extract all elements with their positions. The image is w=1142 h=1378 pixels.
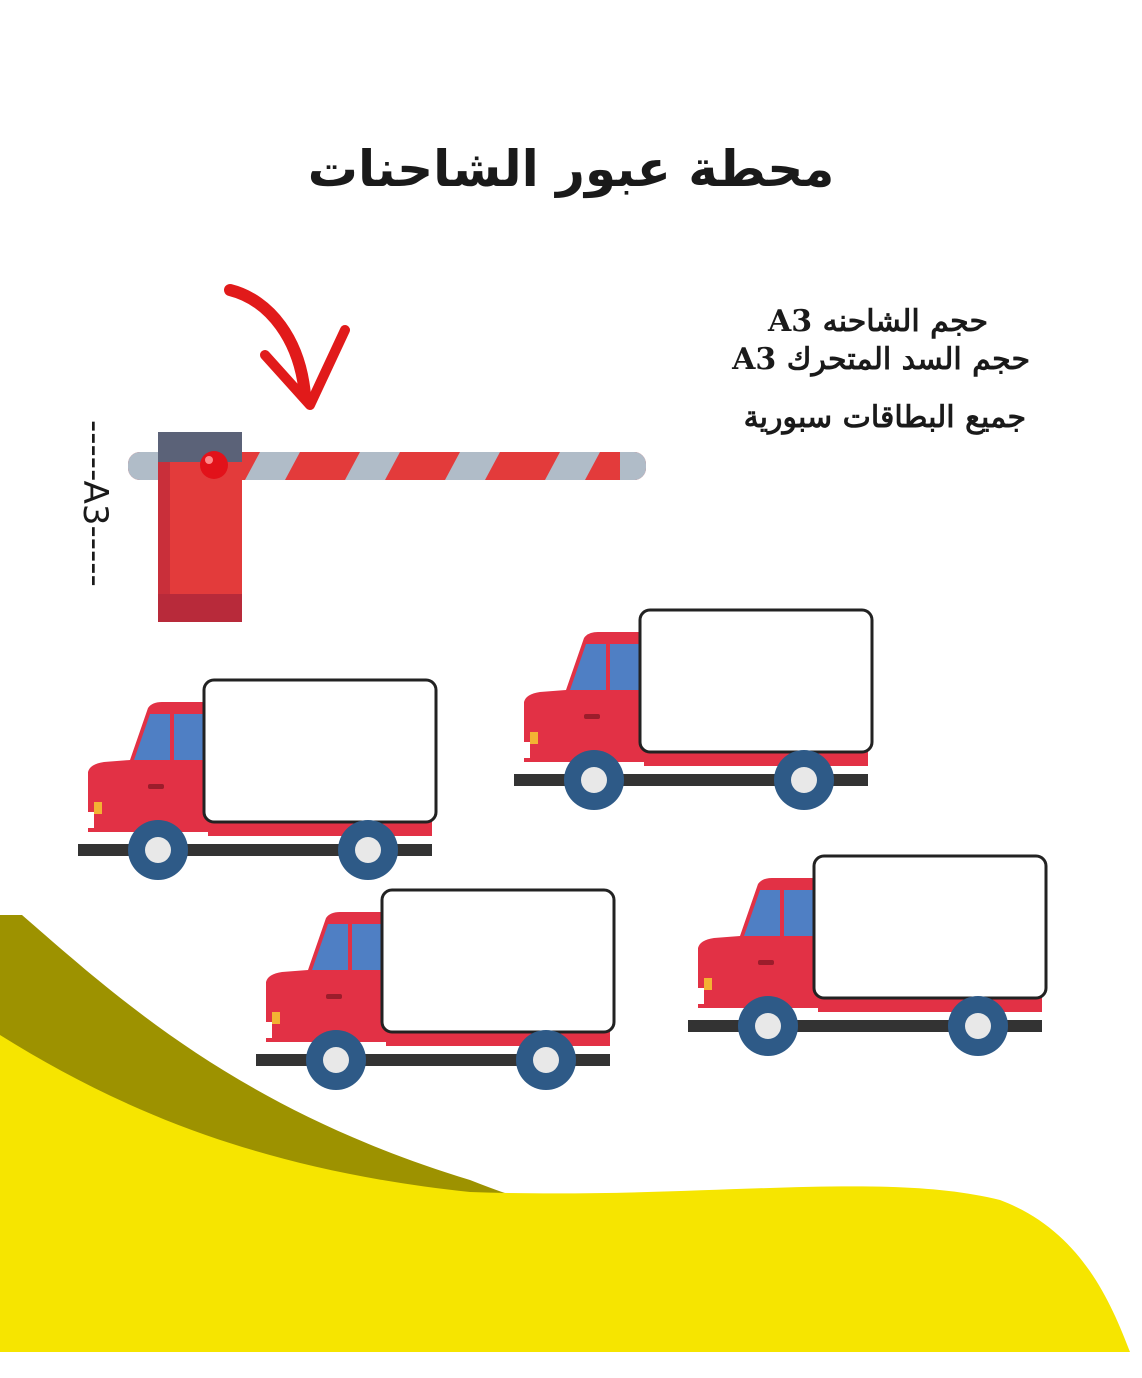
truck-icon — [686, 854, 1048, 1058]
page-title: محطة عبور الشاحنات — [307, 140, 835, 198]
barrier-size-note: حجم السد المتحرك A3 — [732, 342, 1030, 377]
barrier-height-label: -----A3----- — [75, 420, 115, 587]
barrier-gate-icon — [128, 432, 646, 622]
truck-icon — [76, 678, 438, 882]
truck-icon — [512, 608, 874, 812]
yellow-wave — [0, 1035, 1130, 1352]
cards-note: جميع البطاقات سبورية — [743, 400, 1026, 435]
truck-icon — [254, 888, 616, 1092]
red-arrow-icon — [224, 284, 350, 410]
truck-size-note: حجم الشاحنه A3 — [768, 304, 988, 339]
